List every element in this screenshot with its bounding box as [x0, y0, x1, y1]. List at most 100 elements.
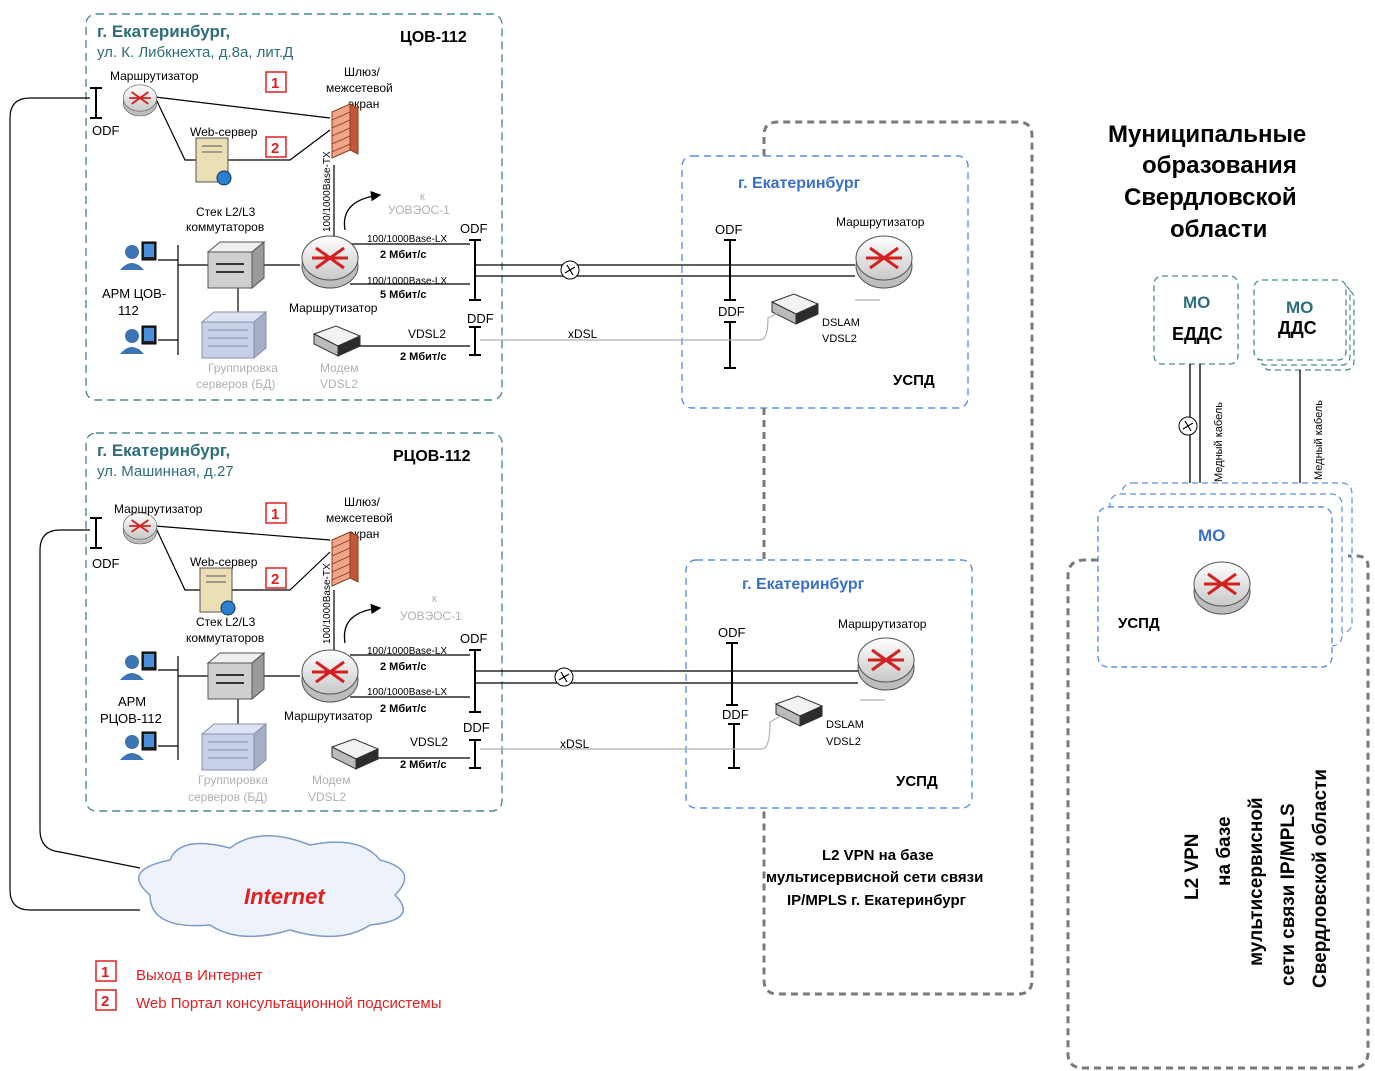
router-label: Маршрутизатор	[110, 69, 199, 83]
uspd-2-border	[685, 559, 973, 809]
tx-label: 100/1000Base-TX	[322, 563, 333, 644]
speed1-label: 2 Мбит/с	[380, 661, 426, 673]
lx2-label: 100/1000Base-LX	[367, 276, 447, 287]
modem-label-1: Модем	[312, 773, 350, 787]
stack-label-2: коммутаторов	[186, 220, 264, 234]
arm-label-1: АРМ	[118, 694, 146, 709]
ddf-icon	[469, 739, 481, 769]
municipal-title-1: Муниципальные	[1108, 121, 1306, 148]
legend-text-2: Web Портал консультационной подсистемы	[136, 995, 441, 1012]
site-name: РЦОВ-112	[393, 448, 471, 465]
site-name: ЦОВ-112	[400, 29, 467, 46]
internet-links	[9, 97, 141, 911]
media-converter-icon	[554, 667, 574, 687]
xdsl-label: xDSL	[568, 327, 598, 341]
dslam-icon	[775, 695, 823, 727]
marker-1	[265, 502, 287, 524]
modem-label-2: VDSL2	[308, 790, 346, 804]
lx1-label: 100/1000Base-LX	[367, 646, 447, 657]
legend-marker-1	[95, 960, 117, 982]
speed2-label: 2 Мбит/с	[380, 703, 426, 715]
odf-icon	[469, 239, 481, 301]
dslam-label-1: DSLAM	[826, 719, 864, 731]
server-rack-icon	[201, 723, 267, 771]
odf-icon	[469, 649, 481, 713]
odf-icon	[90, 517, 102, 549]
media-converter-icon	[1178, 416, 1198, 436]
ddf-icon	[724, 321, 736, 369]
mo-uspd-label: УСПД	[1118, 615, 1160, 632]
modem-icon	[331, 738, 379, 770]
ddf-label: DDF	[718, 304, 745, 319]
workstation-icon	[119, 325, 157, 355]
uspd-city: г. Екатеринбург	[738, 175, 861, 192]
odf-label: ODF	[92, 123, 120, 138]
modem-label-2: VDSL2	[320, 377, 358, 391]
modem-icon	[313, 325, 361, 357]
marker-1	[265, 71, 287, 93]
xdsl-label: xDSL	[560, 737, 590, 751]
uspd-1: г. Екатеринбург ODF Маршрутизатор DDF DS…	[681, 155, 969, 409]
region-vpn-label-5: Свердловской области	[1310, 769, 1331, 988]
gateway-label-2: межсетевой	[326, 81, 393, 95]
router-icon	[856, 636, 916, 692]
marker-2	[265, 136, 287, 158]
workstation-icon	[119, 241, 157, 271]
odf-icon	[90, 87, 102, 119]
municipal: Муниципальные образования Свердловской о…	[1097, 121, 1355, 668]
uspd-2: г. Екатеринбург ODF Маршрутизатор DDF DS…	[685, 559, 973, 809]
mo-edds-box	[1153, 275, 1239, 365]
marker-2	[265, 567, 287, 589]
region-vpn-label-4: сети связи IP/MPLS	[1278, 803, 1299, 986]
marker-2-label: 2	[271, 140, 279, 157]
web-server-label: Web-сервер	[190, 555, 258, 569]
tx-label: 100/1000Base-TX	[322, 151, 333, 232]
mo-label: МО	[1198, 526, 1225, 545]
speed3-label: 2 Мбит/с	[400, 351, 446, 363]
router-icon	[854, 234, 914, 290]
marker-1-label: 1	[271, 506, 279, 523]
legend-text-1: Выход в Интернет	[136, 967, 263, 984]
city-vpn-border	[762, 120, 1034, 996]
ddf-label: DDF	[722, 707, 749, 722]
internet-label: Internet	[244, 884, 326, 909]
server-rack-icon	[201, 311, 267, 359]
media-converter-icon	[560, 260, 580, 280]
server-icon	[199, 567, 236, 616]
region-vpn: L2 VPN на базе мультисервисной сети связ…	[1066, 554, 1370, 1070]
arm-label-1: АРМ ЦОВ-	[102, 286, 166, 301]
dslam-label-1: DSLAM	[822, 317, 860, 329]
server-icon	[195, 137, 232, 186]
site-cov112: г. Екатеринбург, ул. К. Либкнехта, д.8а,…	[85, 13, 503, 401]
uvveos-label: УОВЭОС-1	[388, 203, 450, 217]
router-icon	[300, 234, 360, 290]
ddf-icon	[728, 723, 740, 769]
site-rcov112-border	[85, 432, 503, 812]
cable-label-1: Медный кабель	[1213, 402, 1225, 482]
site-city: г. Екатеринбург,	[97, 22, 230, 41]
speed3-label: 2 Мбит/с	[400, 759, 446, 771]
uvveos-label: УОВЭОС-1	[400, 609, 462, 623]
link-site2-uspd2: xDSL	[475, 667, 885, 751]
odf-icon	[724, 239, 736, 301]
servers-label-1: Группировка	[208, 361, 278, 375]
router2-label: Маршрутизатор	[284, 709, 373, 723]
ddf-label: DDF	[463, 720, 490, 735]
servers-label-2: серверов (БД)	[196, 377, 275, 391]
router-label: Маршрутизатор	[114, 502, 203, 516]
uspd-name: УСПД	[893, 372, 935, 389]
cable-label-2: Медный кабель	[1313, 400, 1325, 480]
router-icon	[1192, 560, 1252, 616]
site-cov112-border	[85, 13, 503, 401]
lx2-label: 100/1000Base-LX	[367, 687, 447, 698]
firewall-icon	[331, 103, 359, 159]
city-vpn-label-3: IP/MPLS г. Екатеринбург	[787, 892, 966, 909]
odf-label: ODF	[715, 222, 743, 237]
firewall-icon	[331, 531, 359, 587]
router-icon	[300, 648, 360, 704]
link-site1-uspd1: xDSL	[475, 260, 880, 341]
web-server-label: Web-сервер	[190, 125, 258, 139]
ddf-label: DDF	[467, 311, 494, 326]
stack-label-1: Стек L2/L3	[196, 205, 256, 219]
